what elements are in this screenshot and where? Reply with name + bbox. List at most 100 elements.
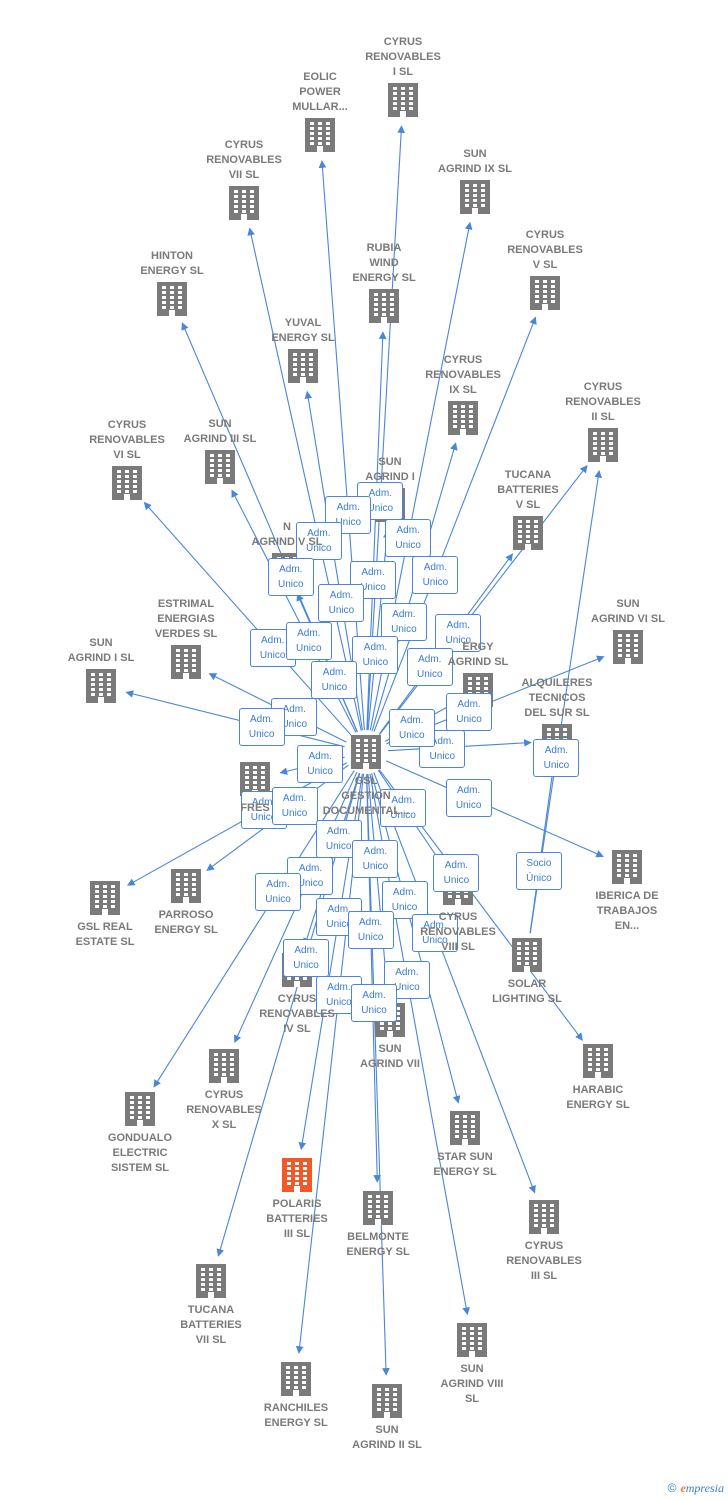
building-icon[interactable] [351, 735, 381, 769]
edge-label: Adm. Unico [380, 603, 427, 642]
edge-line [367, 773, 391, 995]
node-label-starsun: STAR SUN ENERGY SL [433, 1151, 497, 1178]
building-icon[interactable] [112, 466, 142, 500]
node-label-cyrus7: CYRUS RENOVABLES VII SL [206, 139, 282, 181]
node-label-eolic: EOLIC POWER MULLAR... [292, 71, 348, 113]
building-icon[interactable] [369, 289, 399, 323]
brand-name: mpresia [685, 1481, 724, 1495]
node-label-estrimal: ESTRIMAL ENERGIAS VERDES SL [154, 598, 218, 640]
edge-line [366, 125, 405, 731]
edge-label: Adm. Unico [295, 521, 342, 560]
node-label-cyrus6: CYRUS RENOVABLES VI SL [89, 419, 165, 461]
building-icon[interactable] [460, 180, 490, 214]
node-label-sun6: SUN AGRIND VI SL [591, 598, 665, 625]
node-label-cyrus4: CYRUS RENOVABLES IV SL [259, 993, 335, 1035]
edge-label: Adm. Unico [411, 914, 458, 953]
building-icon[interactable] [448, 401, 478, 435]
node-label-gsl: GSL GESTION DOCUMENTAL... [322, 775, 410, 817]
building-icon[interactable] [388, 83, 418, 117]
building-icon[interactable] [90, 881, 120, 915]
edge-label: Adm. Unico [435, 614, 482, 653]
node-label-solar: SOLAR LIGHTING SL [492, 978, 562, 1005]
edge-label: Adm. Unico [381, 880, 428, 919]
node-label-cyrus3: CYRUS RENOVABLES III SL [506, 1240, 582, 1282]
building-icon[interactable] [86, 669, 116, 703]
node-label-cyrus10: CYRUS RENOVABLES X SL [186, 1089, 262, 1131]
node-label-harabic: HARABIC ENERGY SL [566, 1084, 630, 1111]
node-label-ranchiles: RANCHILES ENERGY SL [263, 1402, 329, 1429]
edge-label: Adm. Unico [445, 779, 492, 818]
building-icon[interactable] [196, 1264, 226, 1298]
node-label-cyrus1: CYRUS RENOVABLES I SL [365, 36, 441, 78]
edge-label: Adm. Unico [311, 661, 358, 700]
node-label-sun2: SUN AGRIND II SL [352, 1424, 422, 1451]
building-icon[interactable] [288, 349, 318, 383]
building-icon[interactable] [281, 1362, 311, 1396]
building-icon[interactable] [530, 276, 560, 310]
edge-line [373, 316, 537, 732]
node-label-sun3: SUN AGRIND III SL [183, 418, 257, 445]
building-icon[interactable] [613, 630, 643, 664]
building-icon[interactable] [282, 1158, 312, 1192]
building-icon[interactable] [612, 850, 642, 884]
edge-label: Adm. Unico [433, 854, 480, 893]
copyright-symbol: © [667, 1481, 677, 1495]
node-label-energy: ERGY AGRIND SL [447, 641, 509, 668]
edge-label: Adm. Unico [533, 739, 580, 778]
node-label-sun1: SUN AGRIND I SL [67, 637, 135, 664]
edge-label: Adm. Unico [406, 647, 453, 686]
building-icon[interactable] [229, 186, 259, 220]
building-icon[interactable] [588, 428, 618, 462]
building-icon[interactable] [363, 1191, 393, 1225]
edge-line [373, 772, 536, 1194]
building-icon[interactable] [450, 1111, 480, 1145]
node-label-sunhidden: SUN AGRIND I [365, 456, 415, 483]
node-label-fres: FRES [240, 802, 270, 814]
building-icon[interactable] [372, 1384, 402, 1418]
brand-initial: e [680, 1481, 686, 1495]
node-label-cyrus8: CYRUS RENOVABLES VIII SL [420, 911, 496, 953]
node-label-belmonte: BELMONTE ENERGY SL [346, 1231, 410, 1258]
building-icon[interactable] [583, 1044, 613, 1078]
edge-line [379, 464, 588, 735]
edge-line [127, 762, 348, 886]
edge-line [247, 227, 362, 731]
edge-label: Adm. Unico [318, 583, 365, 622]
edge-label: Adm. Unico [446, 692, 493, 731]
node-label-polaris: POLARIS BATTERIES III SL [266, 1198, 328, 1240]
building-icon[interactable] [512, 938, 542, 972]
node-label-sun9: SUN AGRIND IX SL [438, 148, 512, 175]
node-label-sun7: SUN AGRIND VII [360, 1043, 420, 1070]
building-icon[interactable] [529, 1200, 559, 1234]
building-icon[interactable] [125, 1092, 155, 1126]
node-label-hinton: HINTON ENERGY SL [140, 250, 204, 277]
node-label-gondualo: GONDUALO ELECTRIC SISTEM SL [107, 1132, 173, 1174]
edge-label: Adm. Unico [283, 938, 330, 977]
building-icon[interactable] [171, 645, 201, 679]
building-icon[interactable] [171, 869, 201, 903]
edge-label: Adm. Unico [385, 519, 432, 558]
building-icon[interactable] [513, 516, 543, 550]
building-icon[interactable] [157, 282, 187, 316]
node-label-yuval: YUVAL ENERGY SL [271, 317, 335, 344]
node-label-gslreal: GSL REAL ESTATE SL [75, 921, 135, 948]
edge-label: Adm. Unico [352, 839, 399, 878]
building-icon[interactable] [209, 1049, 239, 1083]
node-label-cyrus5: CYRUS RENOVABLES V SL [507, 229, 583, 271]
edge-label: Adm. Unico [380, 788, 427, 827]
node-label-sun5: N AGRIND V SL [251, 521, 323, 548]
node-label-parroso: PARROSO ENERGY SL [154, 909, 218, 936]
building-icon[interactable] [457, 1323, 487, 1357]
node-label-tucana5: TUCANA BATTERIES V SL [497, 469, 559, 511]
edge-label: Adm. Unico [297, 745, 344, 784]
edge-label: Adm. Unico [347, 911, 394, 950]
building-icon[interactable] [305, 118, 335, 152]
edge-label: Adm. Unico [238, 708, 285, 746]
edge-label: Adm. Unico [351, 984, 398, 1023]
building-icon[interactable] [205, 450, 235, 484]
edge-label: Adm. Unico [388, 708, 435, 747]
node-label-tucana7: TUCANA BATTERIES VII SL [180, 1304, 242, 1346]
node-label-iberica: IBERICA DE TRABAJOS EN... [595, 890, 659, 932]
node-label-alquileres: ALQUILERES TECNICOS DEL SUR SL [521, 677, 593, 719]
